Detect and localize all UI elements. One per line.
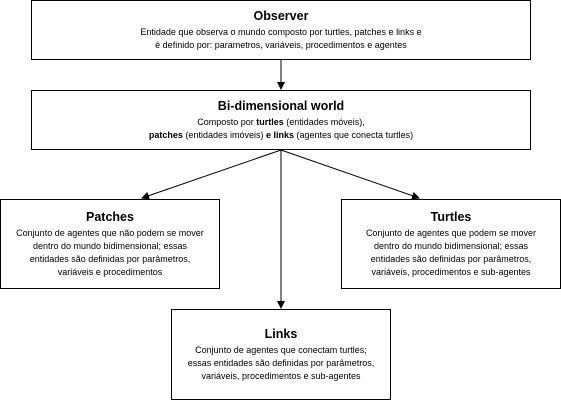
patches-line-2: dentro do mundo bidimensional; essas <box>32 240 188 251</box>
observer-line-2: é definido por: parametros, variáveis, p… <box>155 39 407 50</box>
turtles-title: Turtles <box>430 209 472 224</box>
patches-box: Patches Conjunto de agentes que não pode… <box>0 199 220 289</box>
links-line-3: variáveis, procedimentos e sub-agentes <box>201 370 361 381</box>
world-description: Composto por turtles (entidades móveis),… <box>149 116 413 142</box>
observer-box: Observer Entidade que observa o mundo co… <box>31 0 531 60</box>
links-term: e links <box>265 129 294 140</box>
patches-line-3: entidades são definidas por parâmetros, <box>29 253 191 264</box>
turtles-line-3: entidades são definidas por parâmetros, <box>370 253 532 264</box>
patches-line-4: variáveis e procedimentos <box>57 266 163 277</box>
links-box: Links Conjunto de agentes que conectam t… <box>171 309 391 400</box>
turtles-line-4: variáveis, procedimentos e sub-agentes <box>371 266 531 277</box>
observer-title: Observer <box>253 8 309 23</box>
turtles-box: Turtles Conjunto de agentes que podem se… <box>341 199 561 289</box>
turtles-line-1: Conjunto de agentes que podem se mover <box>365 227 537 238</box>
world-title: Bi-dimensional world <box>217 98 345 113</box>
patches-line-1: Conjunto de agentes que não podem se mov… <box>16 227 204 238</box>
world-box: Bi-dimensional world Composto por turtle… <box>31 90 531 150</box>
turtles-term: turtles <box>256 116 284 127</box>
arrow-world-to-patches <box>141 149 282 200</box>
world-line-1: Composto por turtles (entidades móveis), <box>197 116 365 127</box>
world-line-2: patches (entidades imóveis) e links (age… <box>148 129 414 140</box>
turtles-description: Conjunto de agentes que podem se mover d… <box>366 227 536 279</box>
links-title: Links <box>264 326 298 341</box>
observer-description: Entidade que observa o mundo composto po… <box>140 26 421 52</box>
arrow-world-to-turtles <box>280 149 420 200</box>
patches-term: patches <box>148 129 183 140</box>
links-description: Conjunto de agentes que conectam turtles… <box>188 344 375 383</box>
links-line-1: Conjunto de agentes que conectam turtles… <box>195 344 367 355</box>
patches-title: Patches <box>86 209 134 224</box>
observer-line-1: Entidade que observa o mundo composto po… <box>140 26 422 37</box>
turtles-line-2: dentro do mundo bidimensional; essas <box>373 240 529 251</box>
patches-description: Conjunto de agentes que não podem se mov… <box>16 227 204 279</box>
links-line-2: essas entidades são definidas por parâme… <box>187 357 375 368</box>
